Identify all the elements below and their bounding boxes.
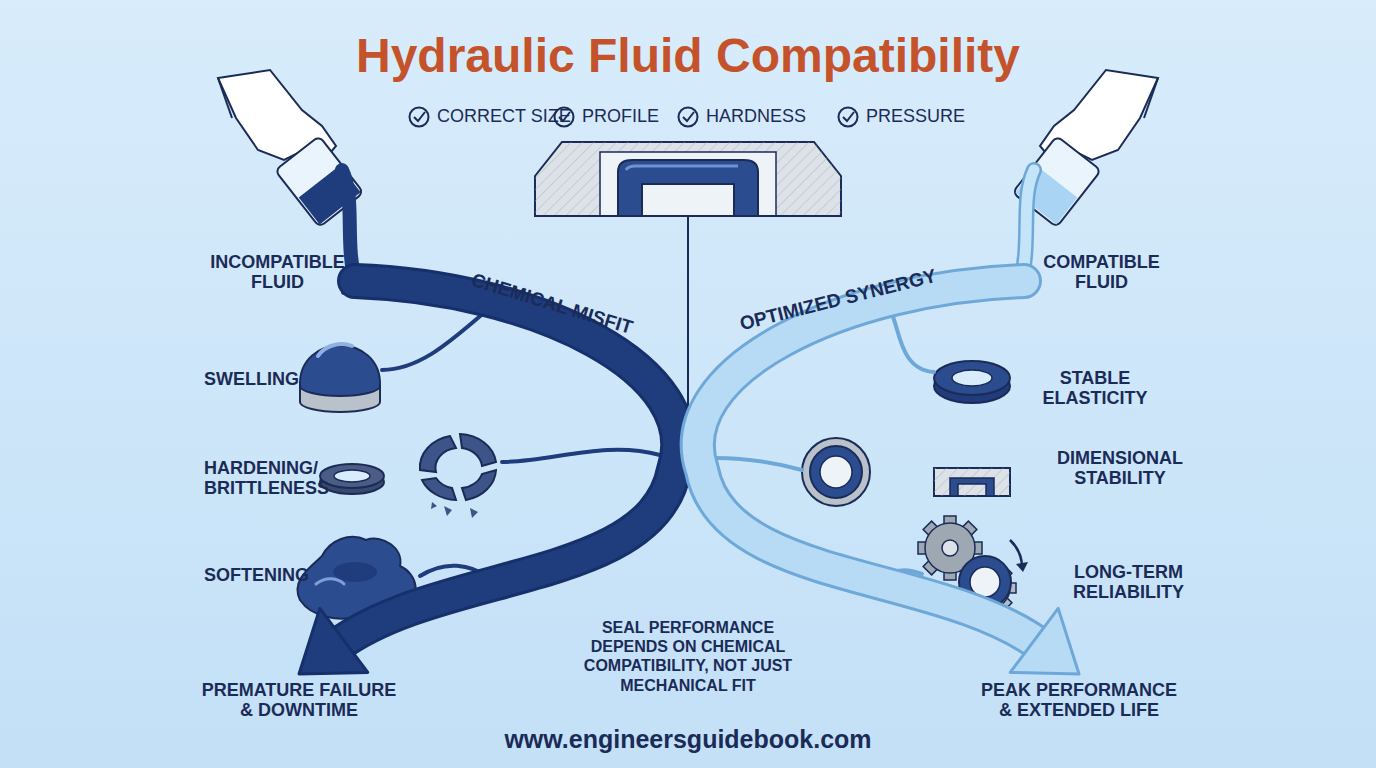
check-icon-part xyxy=(679,108,698,127)
hardening-icon-part xyxy=(444,506,452,516)
diagram-title: Hydraulic Fluid Compatibility xyxy=(0,28,1376,83)
gear-icon-part-part xyxy=(942,540,958,556)
benefit-item: DIMENSIONAL STABILITY xyxy=(1050,448,1190,488)
effect-leader-line-part xyxy=(502,450,660,462)
flow-band-outline xyxy=(698,281,1042,646)
gear-icon-part xyxy=(1016,562,1028,572)
seal-ring-icon-part xyxy=(802,438,870,506)
seal-ring-icon-part xyxy=(820,456,852,488)
fluid-source: INCOMPATIBLE FLUID xyxy=(200,252,355,292)
pouring-hand-light-part xyxy=(1144,78,1158,118)
seal-cross-section-part xyxy=(618,160,758,216)
effect-item: SWELLING xyxy=(204,369,324,389)
benefit-leader-line-part xyxy=(891,312,934,372)
node-text: STABLE ELASTICITY xyxy=(1030,368,1160,408)
hardening-icon-part xyxy=(431,502,437,509)
seal-groove-icon-part xyxy=(934,468,1010,496)
seal-cross-section-part xyxy=(626,166,738,170)
hardening-icon-part xyxy=(334,470,370,482)
seal-groove-icon xyxy=(934,468,1010,496)
benefit-item: LONG-TERM RELIABILITY xyxy=(1066,562,1191,602)
note-text: SEAL PERFORMANCE DEPENDS ON CHEMICAL COM… xyxy=(570,618,806,695)
seal-groove-icon-part xyxy=(934,468,1010,496)
effect-item: HARDENING/ BRITTLENESS xyxy=(204,458,336,498)
elastic-ring-icon xyxy=(934,361,1010,403)
seal-ring-icon xyxy=(802,438,870,506)
hardening-icon xyxy=(320,434,496,518)
flow-arrow-dark xyxy=(299,281,678,674)
node-text: COMPATIBLE FLUID xyxy=(1024,252,1179,292)
seal-cross-section-part xyxy=(600,152,776,216)
swelling-icon-part xyxy=(318,344,352,356)
arrow-head xyxy=(299,608,368,674)
seal-cross-section-part xyxy=(535,142,841,216)
checklist-item: CORRECT SIZE xyxy=(437,106,571,128)
check-icon-part xyxy=(843,112,854,121)
swelling-icon xyxy=(300,344,380,412)
check-icon-part xyxy=(839,108,858,127)
outcome-box: PEAK PERFORMANCE & EXTENDED LIFE xyxy=(976,680,1182,720)
hardening-icon-part xyxy=(420,436,456,472)
node-text: PREMATURE FAILURE & DOWNTIME xyxy=(196,680,402,720)
seal-cross-section-part xyxy=(535,142,841,216)
seal-cross-section xyxy=(535,142,841,216)
flow-band xyxy=(698,281,1042,646)
check-icon-part xyxy=(410,108,429,127)
check-icon-part xyxy=(683,112,694,121)
effect-item: SOFTENING xyxy=(204,565,324,585)
benefit-item: STABLE ELASTICITY xyxy=(1030,368,1160,408)
elastic-ring-icon-part xyxy=(952,370,992,386)
softening-icon-part xyxy=(333,562,377,582)
softening-icon-part xyxy=(316,579,344,584)
benefit-leader-line-part xyxy=(716,458,802,470)
node-text: HARDENING/ BRITTLENESS xyxy=(204,458,336,498)
swelling-icon-part xyxy=(300,346,380,397)
node-text: DIMENSIONAL STABILITY xyxy=(1050,448,1190,488)
hardening-icon-part xyxy=(320,464,384,488)
checklist-item: PROFILE xyxy=(582,106,659,128)
arrow-head xyxy=(1010,608,1079,674)
checklist-item: PRESSURE xyxy=(866,106,965,128)
node-text: LONG-TERM RELIABILITY xyxy=(1066,562,1191,602)
gear-icon-part xyxy=(1010,540,1022,566)
node-text: SOFTENING xyxy=(204,565,324,585)
seal-ring-icon-part xyxy=(810,446,862,498)
fluid-source: COMPATIBLE FLUID xyxy=(1024,252,1179,292)
effect-leader-line-part xyxy=(382,312,485,370)
hardening-icon-part xyxy=(460,434,496,466)
node-text: INCOMPATIBLE FLUID xyxy=(200,252,355,292)
node-text: PEAK PERFORMANCE & EXTENDED LIFE xyxy=(976,680,1182,720)
website-url: www.engineersguidebook.com xyxy=(0,724,1376,754)
hardening-icon-part xyxy=(470,508,478,518)
flow-arrow-light xyxy=(698,281,1079,674)
check-icon-part xyxy=(414,112,425,121)
seal-groove-icon-part xyxy=(950,478,994,496)
hardening-icon-part xyxy=(422,478,456,500)
pouring-hand-dark-part xyxy=(218,78,232,118)
elastic-ring-icon-part xyxy=(934,361,1010,395)
outcome-box: PREMATURE FAILURE & DOWNTIME xyxy=(196,680,402,720)
node-text: SWELLING xyxy=(204,369,324,389)
checklist-item: HARDNESS xyxy=(706,106,806,128)
hardening-icon-part xyxy=(462,470,496,500)
